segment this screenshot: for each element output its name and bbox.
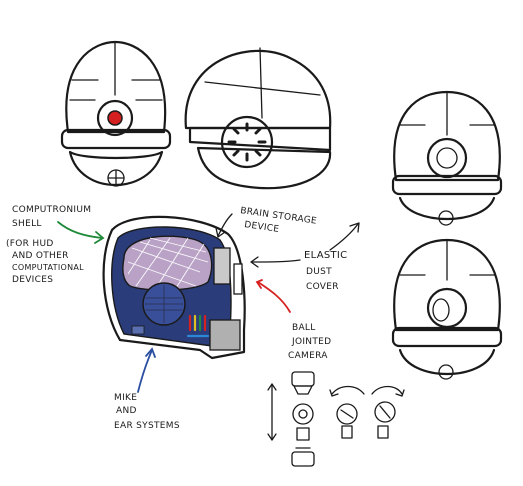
label-elastic-line3: COVER (306, 282, 339, 292)
label-brain-line2: DEVICE (244, 220, 280, 235)
label-mike-line2: AND (116, 406, 137, 416)
label-elastic-line1: ELASTIC (304, 250, 347, 261)
computronium-shell (102, 215, 246, 360)
helmet-cutaway-view (102, 215, 246, 360)
label-computronium-line5: COMPUTATIONAL (12, 263, 84, 272)
label-computronium-line6: DEVICES (12, 275, 53, 285)
ball-joint-rotation-left (329, 385, 365, 439)
side-module (213, 247, 231, 285)
label-computronium-line2: SHELL (12, 219, 42, 229)
label-mike-line1: MIKE (114, 393, 137, 403)
arrow-elastic-cover (250, 222, 360, 268)
label-ball-line1: BALL (292, 323, 316, 333)
arrow-mike-ear (137, 347, 156, 393)
circuit-wiring (186, 314, 210, 338)
helmet-front-view-closed-eye (391, 90, 503, 226)
arrow-brain-storage (215, 213, 233, 238)
label-computronium-line3: (FOR HUD (6, 239, 54, 249)
brain-mesh (127, 237, 209, 289)
arrow-ball-camera (255, 279, 291, 313)
label-computronium-line1: COMPUTRONIUM (12, 205, 91, 215)
arrow-computronium (57, 221, 105, 244)
label-ball-line3: CAMERA (288, 351, 328, 361)
brain-storage-device (122, 235, 213, 291)
ball-joint-exploded-parts (267, 371, 315, 467)
helmet-front-view-ball-camera (391, 238, 503, 380)
label-computronium-shell: COMPUTRONIUM SHELL (FOR HUD AND OTHER CO… (6, 205, 91, 285)
label-mike-ear-systems: MIKE AND EAR SYSTEMS (114, 393, 180, 431)
label-elastic-dust-cover: ELASTIC DUST COVER (304, 250, 347, 292)
dust-cover (233, 263, 243, 295)
helmet-front-view (60, 40, 172, 187)
side-vent-ring (227, 122, 267, 162)
helmet-side-view (184, 47, 332, 190)
label-elastic-line2: DUST (306, 267, 332, 277)
label-ball-line2: JOINTED (291, 337, 331, 347)
label-brain-storage: BRAIN STORAGE DEVICE (240, 206, 318, 235)
label-computronium-line4: AND OTHER (12, 251, 69, 261)
label-mike-line3: EAR SYSTEMS (114, 421, 180, 431)
lower-plate (209, 319, 241, 351)
label-ball-jointed-camera: BALL JOINTED CAMERA (288, 323, 331, 361)
ball-joint-rotation-right (371, 385, 405, 439)
